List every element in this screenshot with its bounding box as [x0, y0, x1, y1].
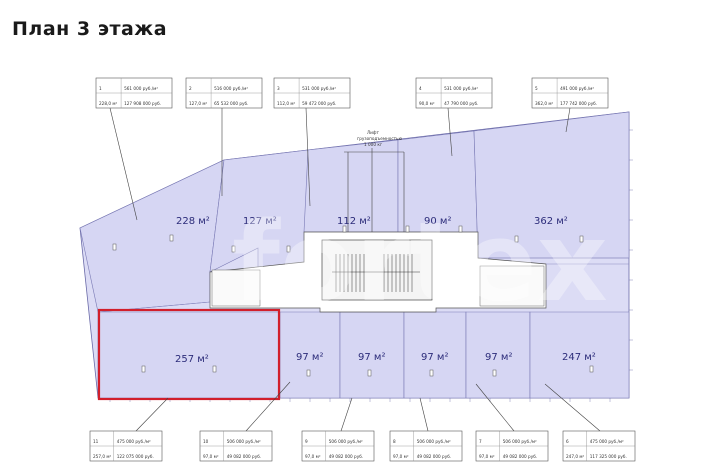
bottom_boxes-box-7-price: 506 000 руб./м² — [503, 439, 537, 444]
top-info-boxes: 1 561 000 руб./м² 228,0 м² 127 908 000 руб.… — [95, 77, 609, 109]
top_boxes-box-5-area: 362,0 м² — [535, 101, 553, 106]
bottom_boxes-box-7-area: 97,0 м² — [479, 454, 495, 459]
top_boxes-box-2-num: 2 — [189, 86, 192, 91]
elevator-note-line1: Лифт — [367, 130, 379, 135]
bottom_boxes-box-8-price: 506 000 руб./м² — [417, 439, 451, 444]
top_boxes-box-2-area: 127,0 м² — [189, 101, 207, 106]
bottom_boxes-box-10-price: 506 000 руб./м² — [227, 439, 261, 444]
top_boxes-box-4-num: 4 — [419, 86, 422, 91]
bottom_boxes-box-10-num: 10 — [203, 439, 209, 444]
top_boxes-box-1-area: 228,0 м² — [99, 101, 117, 106]
top_boxes-box-5-num: 5 — [535, 86, 538, 91]
bottom_boxes-box-11-total: 122 075 000 руб. — [117, 454, 154, 459]
columns — [112, 225, 594, 377]
unit-label-4: 90 м² — [424, 216, 451, 227]
top_boxes-box-1-price: 561 000 руб./м² — [124, 86, 158, 91]
stairs-hatching — [332, 254, 420, 292]
unit-label-10: 97 м² — [296, 352, 323, 363]
top_boxes-box-2-price: 516 000 руб./м² — [214, 86, 248, 91]
bottom_boxes-box-6-total: 117 325 000 руб. — [590, 454, 627, 459]
bottom_boxes-box-7-num: 7 — [479, 439, 482, 444]
top_boxes-box-3-num: 3 — [277, 86, 280, 91]
bottom_boxes-box-11-num: 11 — [93, 439, 99, 444]
bottom_boxes-box-11: 11 475 000 руб./м² 257,0 м² 122 075 000 руб… — [89, 430, 163, 462]
unit-6-area[interactable] — [529, 311, 630, 399]
top_boxes-box-2: 2 516 000 руб./м² 127,0 м² 65 532 000 руб. — [185, 77, 263, 109]
bottom_boxes-box-10-area: 97,0 м² — [203, 454, 219, 459]
bottom_boxes-box-9-total: 49 082 000 руб. — [329, 454, 363, 459]
bottom_boxes-box-11-area: 257,0 м² — [93, 454, 111, 459]
bottom_boxes-box-8-area: 97,0 м² — [393, 454, 409, 459]
bottom_boxes-box-8-total: 49 082 000 руб. — [417, 454, 451, 459]
bottom_boxes-box-6-area: 247,0 м² — [566, 454, 584, 459]
top_boxes-box-2-total: 65 532 000 руб. — [214, 101, 248, 106]
highlight-frame — [97, 308, 281, 401]
unit-label-11: 257 м² — [175, 354, 209, 365]
bottom_boxes-box-6: 6 475 000 руб./м² 247,0 м² 117 325 000 руб. — [562, 430, 636, 462]
bottom_boxes-box-8: 8 506 000 руб./м² 97,0 м² 49 082 000 руб. — [389, 430, 463, 462]
unit-label-3: 112 м² — [337, 216, 371, 227]
top_boxes-box-1-total: 127 908 000 руб. — [124, 101, 161, 106]
elevator-note-line3: 1 000 кг — [364, 142, 382, 147]
unit-label-2: 127 м² — [243, 216, 277, 227]
top_boxes-box-1-num: 1 — [99, 86, 102, 91]
top_boxes-box-5-price: 491 000 руб./м² — [560, 86, 594, 91]
unit-label-9: 97 м² — [358, 352, 385, 363]
bottom_boxes-box-7: 7 506 000 руб./м² 97,0 м² 49 082 000 руб. — [475, 430, 549, 462]
facade-ticks — [109, 129, 633, 402]
bottom_boxes-box-7-total: 49 082 000 руб. — [503, 454, 537, 459]
watermark: fortex — [232, 198, 608, 326]
unit-label-7: 97 м² — [485, 352, 512, 363]
bottom_boxes-box-9-area: 97,0 м² — [305, 454, 321, 459]
bottom_boxes-box-9-num: 9 — [305, 439, 308, 444]
top_boxes-box-4-total: 47 790 000 руб. — [444, 101, 478, 106]
leader-lines — [109, 107, 601, 432]
bottom_boxes-box-8-num: 8 — [393, 439, 396, 444]
bottom_boxes-box-10-total: 49 082 000 руб. — [227, 454, 261, 459]
unit-label-6: 247 м² — [562, 352, 596, 363]
core-right-wing — [479, 265, 545, 307]
unit-label-1: 228 м² — [176, 216, 210, 227]
elevator-note-line2: грузоподъемностью — [357, 136, 403, 141]
unit-1-area[interactable] — [79, 159, 225, 313]
bottom_boxes-box-6-num: 6 — [566, 439, 569, 444]
core-left-wing — [211, 269, 261, 307]
top_boxes-box-3-price: 531 000 руб./м² — [302, 86, 336, 91]
unit-label-8: 97 м² — [421, 352, 448, 363]
bottom_boxes-box-10: 10 506 000 руб./м² 97,0 м² 49 082 000 руб. — [199, 430, 273, 462]
bottom_boxes-box-9: 9 506 000 руб./м² 97,0 м² 49 082 000 руб. — [301, 430, 375, 462]
top_boxes-box-5-total: 177 742 000 руб. — [560, 101, 597, 106]
top_boxes-box-4-area: 90,0 м² — [419, 101, 435, 106]
page-title: План 3 этажа — [12, 18, 168, 40]
top_boxes-box-1: 1 561 000 руб./м² 228,0 м² 127 908 000 руб. — [95, 77, 173, 109]
top_boxes-box-3: 3 531 000 руб./м² 112,0 м² 59 472 000 руб. — [273, 77, 351, 109]
unit-label-5: 362 м² — [534, 216, 568, 227]
top_boxes-box-4-price: 531 000 руб./м² — [444, 86, 478, 91]
bottom_boxes-box-6-price: 475 000 руб./м² — [590, 439, 624, 444]
top_boxes-box-3-total: 59 472 000 руб. — [302, 101, 336, 106]
top_boxes-box-5: 5 491 000 руб./м² 362,0 м² 177 742 000 руб. — [531, 77, 609, 109]
bottom_boxes-box-11-price: 475 000 руб./м² — [117, 439, 151, 444]
stair-block — [321, 239, 433, 301]
top_boxes-box-4: 4 531 000 руб./м² 90,0 м² 47 790 000 руб. — [415, 77, 493, 109]
top_boxes-box-3-area: 112,0 м² — [277, 101, 295, 106]
bottom_boxes-box-9-price: 506 000 руб./м² — [329, 439, 363, 444]
bottom-info-boxes: 11 475 000 руб./м² 257,0 м² 122 075 000 руб… — [89, 430, 636, 462]
